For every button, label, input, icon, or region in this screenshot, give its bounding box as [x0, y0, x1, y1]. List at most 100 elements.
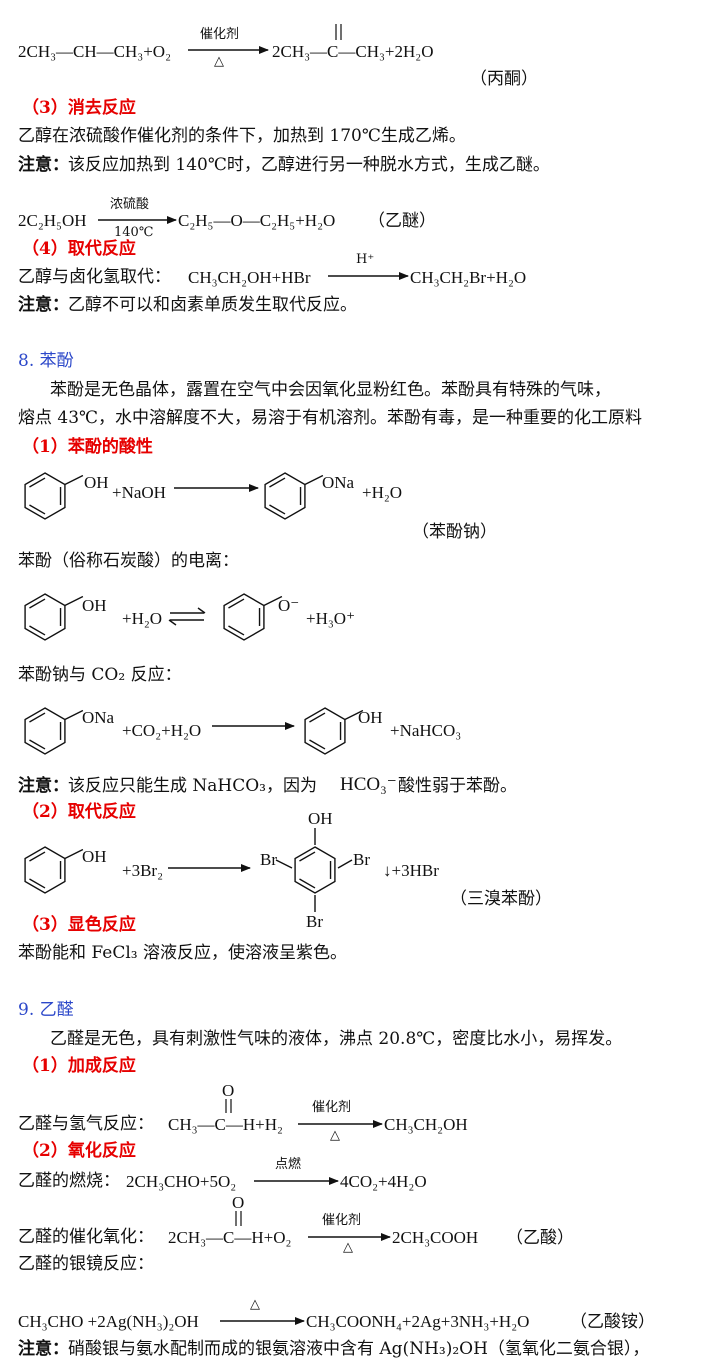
equilibrium-arrow-icon [168, 607, 206, 626]
benzene-ring-icon [24, 846, 66, 894]
oxidation-heading: （2）氧化反应 [22, 1141, 136, 1161]
h2-eq-catalyst: 催化剂 [312, 1100, 352, 1115]
ring-double-bond [269, 504, 286, 515]
cat-eq-rhs: 2CH₃COOH [392, 1228, 479, 1247]
ring-double-bond [299, 878, 316, 889]
cat-carbonyl-o: O [232, 1193, 245, 1212]
substituent-bond [64, 595, 84, 607]
cat-eq-catalyst: 催化剂 [322, 1213, 362, 1228]
ion-o-minus: O⁻ [278, 596, 300, 615]
acetone-eq-rhs: 2CH₃—C—CH₃+2H₂O [272, 42, 434, 61]
benzene-ring-icon [24, 707, 66, 755]
tribromo-br-bottom: Br [306, 912, 323, 931]
ring-double-bond [309, 712, 326, 723]
h2-carbonyl-o: O [222, 1081, 235, 1100]
r1-ona: ONa [322, 473, 355, 492]
benzene-ring-icon [304, 707, 346, 755]
cat-name: （乙酸） [506, 1228, 574, 1247]
acidity-heading: （1）苯酚的酸性 [22, 437, 153, 457]
phenol-substitution-heading: （2）取代反应 [22, 802, 136, 822]
note-label-2: 注意： [18, 295, 69, 315]
r1-naoh: +NaOH [112, 483, 166, 502]
note-text: 该反应加热到 140℃时，乙醇进行另一种脱水方式，生成乙醚。 [68, 155, 550, 175]
ring-double-bond [29, 712, 46, 723]
elimination-heading: （3）消去反应 [22, 98, 136, 118]
ether-eq-catalyst: 浓硫酸 [110, 197, 150, 212]
sub-br2: +3Br₂ [122, 861, 164, 880]
benzene-ring-icon [264, 472, 306, 520]
note-text-4: 硝酸银与氨水配制而成的银氨溶液中含有 Ag(NH₃)₂OH（氢氧化二氨合银）， [68, 1339, 650, 1359]
mirror-name: （乙酸铵） [570, 1312, 655, 1331]
acetaldehyde-intro: 乙醛是无色，具有刺激性气味的液体，沸点 20.8℃，密度比水小，易挥发。 [50, 1029, 623, 1049]
phenol-intro-1: 苯酚是无色晶体，露置在空气中会因氧化显粉红色。苯酚具有特殊的气味， [50, 380, 611, 400]
ring-double-bond [309, 739, 326, 750]
mirror-eq-lhs: CH₃CHO +2Ag(NH₃)₂OH [18, 1312, 199, 1331]
note-label-3: 注意： [18, 776, 69, 796]
substituent-bond [344, 709, 364, 721]
ring-double-bond [29, 851, 46, 862]
ion-water: +H₂O [122, 609, 163, 628]
co2-product: +NaHCO₃ [390, 721, 462, 740]
acetone-name: （丙酮） [470, 69, 538, 88]
substituent-bond [64, 848, 84, 860]
note-text-3b: 酸性弱于苯酚。 [398, 776, 517, 796]
r1-oh: OH [84, 473, 109, 492]
ring-double-bond [269, 477, 286, 488]
tribromo-oh: OH [308, 809, 333, 828]
ether-eq-rhs: C₂H₅—O—C₂H₅+H₂O [178, 211, 336, 230]
substitution-heading: （4）取代反应 [22, 239, 136, 259]
benzene-ring-icon [24, 593, 66, 641]
co2-ona: ONa [82, 708, 115, 727]
cat-prefix: 乙醛的催化氧化： [18, 1227, 154, 1247]
addition-heading: （1）加成反应 [22, 1056, 136, 1076]
tribromo-br-left: Br [260, 850, 277, 869]
h2-eq-heat: △ [330, 1128, 340, 1143]
sub-oh: OH [82, 847, 107, 866]
benzene-ring-icon [294, 846, 336, 894]
elimination-text: 乙醇在浓硫酸作催化剂的条件下，加热到 170℃生成乙烯。 [18, 126, 466, 146]
cat-eq-lhs: 2CH₃—C—H+O₂ [168, 1228, 292, 1247]
benzene-ring-icon [24, 472, 66, 520]
note-label: 注意： [18, 155, 69, 175]
mirror-label: 乙醛的银镜反应： [18, 1254, 154, 1274]
ring-double-bond [299, 851, 316, 862]
h2-eq-rhs: CH₃CH₂OH [384, 1115, 468, 1134]
acetone-eq-catalyst: 催化剂 [200, 27, 240, 42]
burn-prefix: 乙醛的燃烧： [18, 1171, 120, 1191]
hbr-eq-lhs: CH₃CH₂OH+HBr [188, 268, 311, 287]
ion-h3o: +H₃O⁺ [306, 609, 356, 628]
r1-name: （苯酚钠） [412, 522, 497, 541]
benzene-ring-icon [223, 593, 265, 641]
ether-name: （乙醚） [368, 211, 436, 230]
color-reaction-text: 苯酚能和 FeCl₃ 溶液反应，使溶液呈紫色。 [18, 943, 347, 963]
sub-name: （三溴苯酚） [450, 889, 552, 908]
ring-double-bond [228, 625, 245, 636]
color-reaction-heading: （3）显色反应 [22, 915, 136, 935]
ether-eq-temp: 140℃ [114, 225, 154, 240]
note-label-4: 注意： [18, 1339, 69, 1359]
ring-double-bond [29, 878, 46, 889]
mirror-eq-heat: △ [250, 1297, 260, 1312]
substituent-bond [64, 474, 84, 486]
mirror-eq-rhs: CH₃COONH₄+2Ag+3NH₃+H₂O [306, 1312, 530, 1331]
hbr-eq-catalyst: H⁺ [356, 252, 375, 267]
ring-double-bond [29, 477, 46, 488]
ionization-label: 苯酚（俗称石炭酸）的电离： [18, 551, 239, 571]
phenol-intro-2: 熔点 43℃，水中溶解度不大，易溶于有机溶剂。苯酚有毒，是一种重要的化工原料 [18, 408, 643, 428]
ring-double-bond [228, 598, 245, 609]
r1-water: +H₂O [362, 483, 403, 502]
substituent-bond [263, 595, 283, 607]
ether-eq-lhs: 2C₂H₅OH [18, 211, 87, 230]
ring-double-bond [29, 625, 46, 636]
section-title-acetaldehyde: 9. 乙醛 [18, 1000, 74, 1020]
co2-label: 苯酚钠与 CO₂ 反应： [18, 665, 182, 685]
co2-reagent: +CO₂+H₂O [122, 721, 202, 740]
tribromo-br-right: Br [353, 850, 370, 869]
note-text-3a: 该反应只能生成 NaHCO₃，因为 [68, 776, 317, 796]
h2-eq-lhs: CH₃—C—H+H₂ [168, 1115, 283, 1134]
cat-eq-heat: △ [343, 1240, 353, 1255]
ring-double-bond [29, 598, 46, 609]
acetone-eq-lhs: 2CH₃—CH—CH₃+O₂ [18, 42, 171, 61]
hbr-eq-rhs: CH₃CH₂Br+H₂O [410, 268, 527, 287]
